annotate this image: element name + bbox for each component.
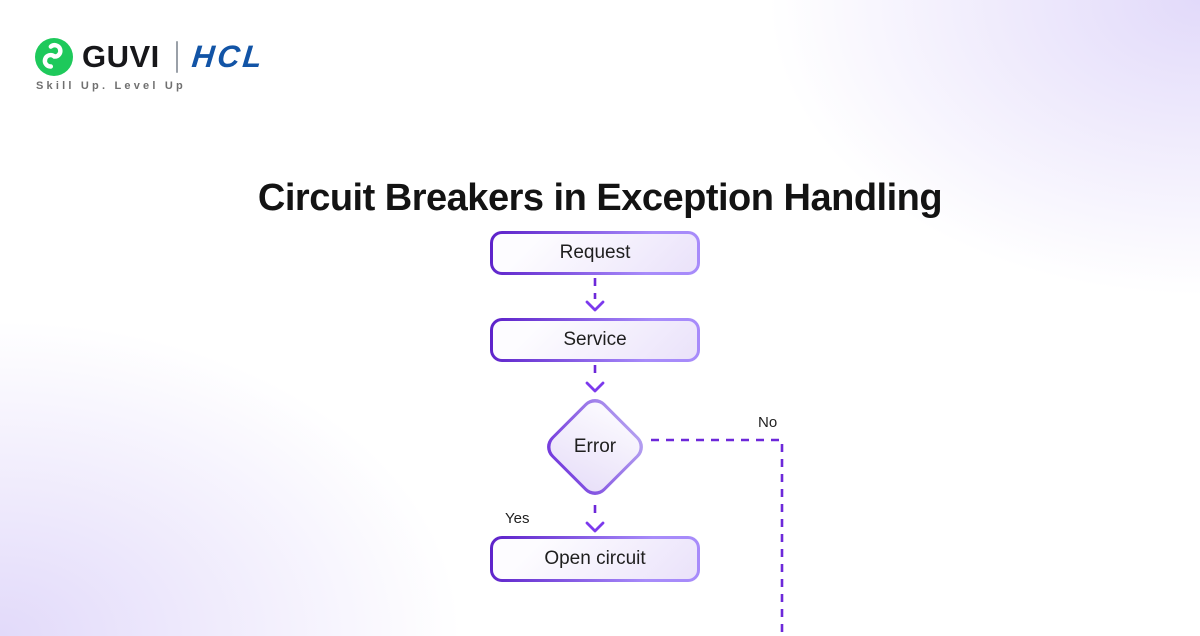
guvi-logo-icon — [35, 38, 73, 76]
guvi-wordmark: GUVI — [82, 39, 160, 74]
page-title: Circuit Breakers in Exception Handling — [257, 177, 943, 220]
flow-node-service: Service — [490, 318, 700, 362]
flow-node-error-decision: Error — [541, 393, 649, 501]
guvi-g-glyph — [42, 42, 63, 69]
arrow-down-icon — [585, 300, 605, 312]
edge-label-yes: Yes — [505, 510, 530, 527]
flow-node-open-circuit-label: Open circuit — [544, 548, 646, 569]
arrow-down-icon — [585, 521, 605, 533]
flow-node-request: Request — [490, 231, 700, 275]
hcl-wordmark: HCL — [190, 39, 267, 74]
edge-label-no: No — [758, 414, 778, 431]
flow-node-open-circuit: Open circuit — [490, 536, 700, 582]
flow-node-error-label: Error — [573, 436, 617, 457]
brand-header: GUVI HCL — [35, 38, 267, 76]
flow-node-request-label: Request — [559, 242, 631, 263]
brand-divider — [175, 41, 178, 73]
brand-tagline: Skill Up. Level Up — [36, 80, 186, 92]
arrow-down-icon — [585, 381, 605, 393]
flow-node-service-label: Service — [563, 329, 627, 350]
